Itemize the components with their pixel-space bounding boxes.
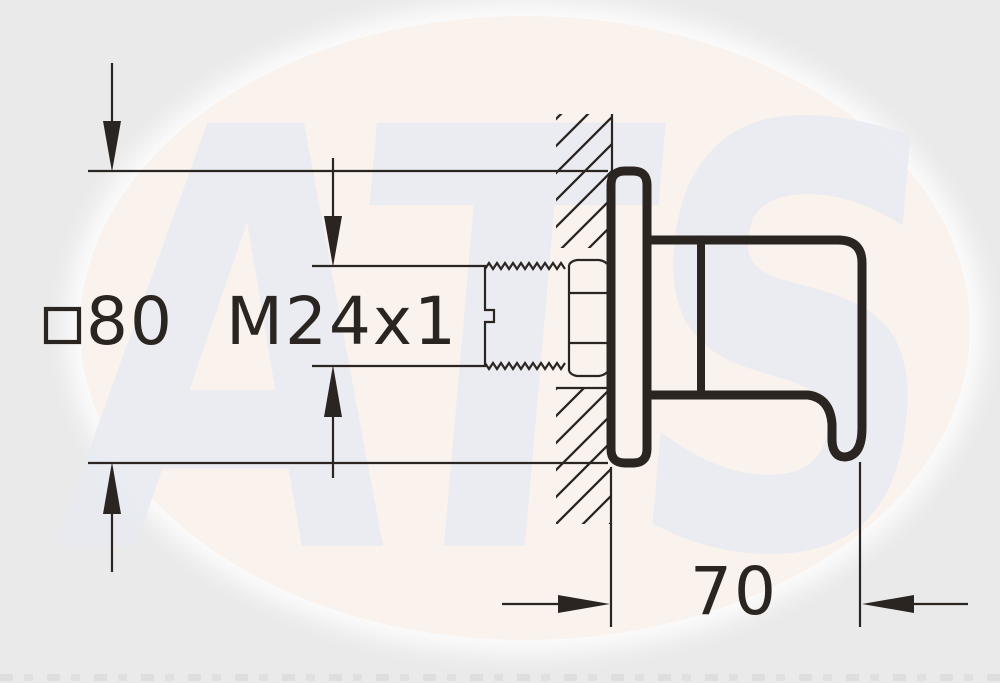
mounting-nut-bottom	[568, 370, 608, 378]
arrow-up-outer-bottom	[103, 462, 121, 514]
watermark-bottom-band	[0, 674, 1000, 681]
handle-outline	[642, 235, 867, 462]
mounting-nut-top	[568, 258, 608, 266]
arrow-left-depth	[862, 595, 914, 613]
arrow-right-depth	[558, 595, 610, 613]
thread-dimension-label: M24x1	[226, 283, 458, 360]
escutcheon-plate	[606, 166, 652, 468]
wall-hatch-lower	[556, 388, 612, 524]
thread-zigzag-top	[484, 261, 566, 271]
depth-dimension-label: 70	[690, 553, 778, 630]
square-symbol	[43, 306, 82, 345]
watermark-ellipse	[80, 16, 970, 640]
thread-zigzag-bottom	[484, 361, 566, 371]
wall-hatch-upper	[556, 114, 612, 248]
arrow-down-thread-top	[324, 216, 342, 267]
valve-spindle-left-edge	[483, 267, 496, 365]
arrow-down-outer-top	[103, 121, 121, 172]
arrow-up-thread-bottom	[324, 365, 342, 417]
side-dimension-label: 80	[86, 283, 174, 360]
